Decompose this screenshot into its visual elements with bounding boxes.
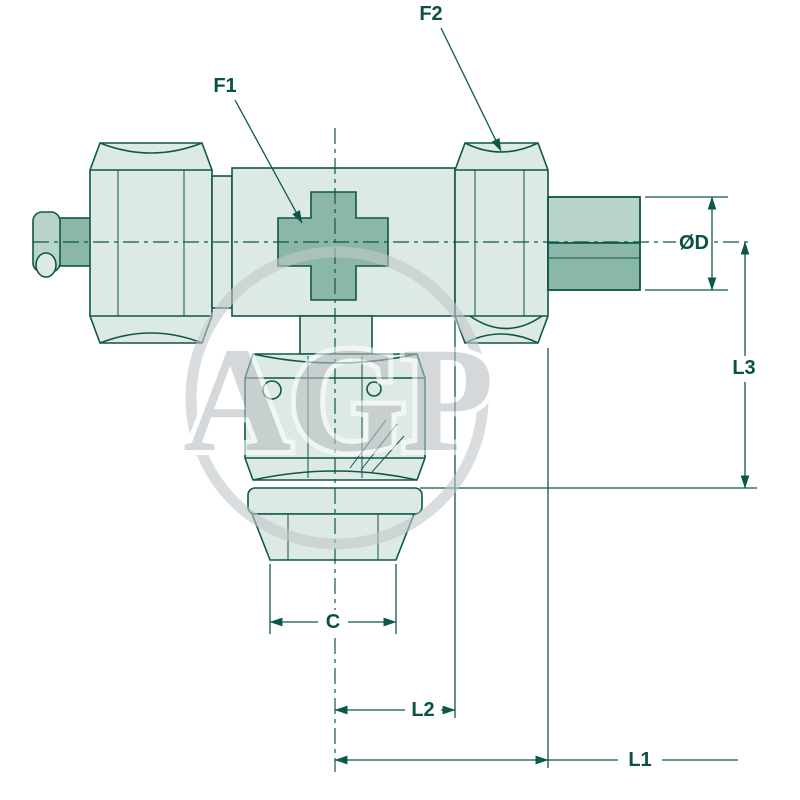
watermark-circle: [185, 246, 489, 550]
l1-label: L1: [628, 749, 651, 771]
dimension-l1: L1: [334, 348, 738, 772]
f1-port-cross: [277, 191, 389, 301]
watermark-text: AGP: [183, 317, 491, 483]
l2-label: L2: [411, 699, 434, 721]
callout-f1: F1: [213, 75, 303, 224]
callout-f2: F2: [419, 3, 502, 152]
left-tube: [32, 211, 97, 278]
right-tube: [547, 196, 641, 291]
left-nut: [89, 142, 213, 344]
f1-leader-line: [234, 99, 303, 224]
dimension-c: C: [269, 564, 397, 634]
watermark: AGP: [178, 246, 499, 550]
dimension-l2: L2: [334, 320, 456, 722]
dimension-od: ØD: [645, 196, 728, 291]
f2-label: F2: [419, 3, 442, 25]
c-label: C: [326, 611, 340, 633]
dimension-l3: L3: [420, 241, 764, 489]
od-label: ØD: [679, 232, 709, 254]
right-nut: [454, 142, 549, 344]
l3-label: L3: [732, 357, 755, 379]
f1-label: F1: [213, 75, 236, 97]
branch-neck: [299, 315, 373, 355]
f2-leader-line: [440, 27, 502, 152]
